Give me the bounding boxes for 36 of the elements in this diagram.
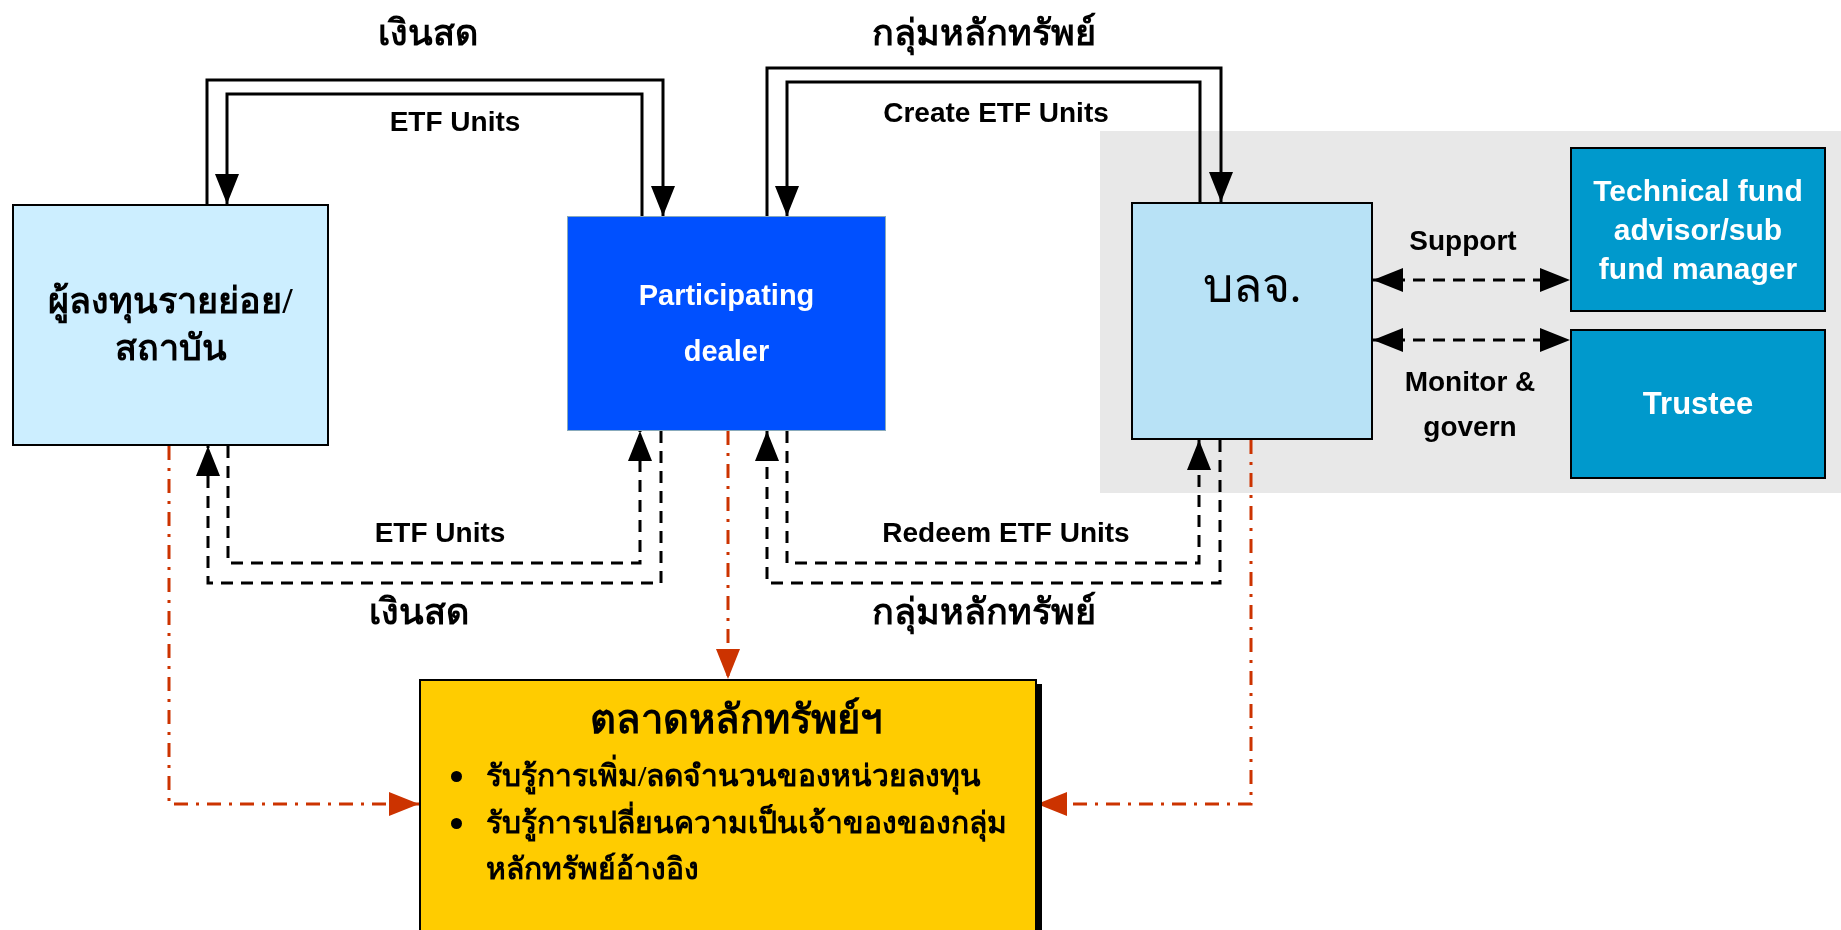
edge-label: Monitor & govern: [1403, 365, 1537, 444]
arrow: [226, 431, 652, 565]
arrow: [1373, 328, 1570, 352]
edge-label: Support: [1409, 223, 1517, 258]
arrow: [196, 431, 663, 585]
arrow: [765, 66, 1233, 216]
edge-label: Redeem ETF Units: [882, 515, 1130, 550]
arrow: [716, 431, 740, 679]
arrow: [775, 80, 1202, 216]
group-panel: [1100, 131, 1841, 493]
edge-label: ETF Units: [374, 515, 506, 550]
dealer-box: [567, 216, 886, 431]
bullet-text: รับรู้การเพิ่ม/ลดจำนวนของหน่วยลงทุน: [486, 753, 982, 800]
advisor-box: [1570, 147, 1826, 312]
arrow: [205, 78, 675, 216]
arrow: [215, 92, 644, 216]
arrow: [1373, 268, 1570, 292]
box-label: บลจ.: [1202, 257, 1302, 314]
edge-label: กลุ่มหลักทรัพย์: [872, 10, 1096, 56]
bullet-text: รับรู้การเปลี่ยนความเป็นเจ้าของของกลุ่มหลักทรัพย์อ้างอิง: [486, 799, 1021, 893]
box-label: Trustee: [1642, 384, 1754, 423]
edge-label: ETF Units: [389, 104, 521, 139]
edge-label: เงินสด: [369, 590, 469, 634]
arrow: [755, 431, 1222, 585]
arrow: [167, 446, 419, 816]
edge-label: เงินสด: [378, 11, 478, 55]
box-label: Technical fund advisor/sub fund manager: [1592, 173, 1804, 287]
investor-box: [12, 204, 329, 446]
edge-label: Create ETF Units: [883, 95, 1109, 130]
box-heading: ตลาดหลักทรัพย์ฯ: [589, 696, 883, 744]
trustee-box: [1570, 329, 1826, 479]
arrow: [785, 431, 1211, 565]
box-label: ผู้ลงทุนรายย่อย/สถาบัน: [47, 280, 294, 370]
box-label: Participating dealer: [637, 278, 816, 369]
company-box: [1131, 202, 1373, 440]
edge-label: กลุ่มหลักทรัพย์: [872, 589, 1096, 635]
